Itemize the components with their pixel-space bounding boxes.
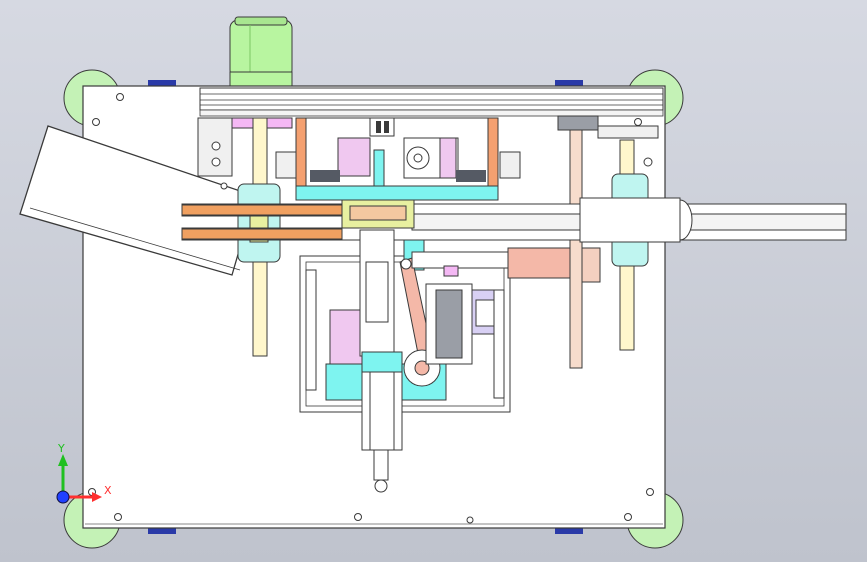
blue-bracket: [555, 80, 583, 86]
small-bracket: [275, 151, 297, 179]
top-rail: [199, 87, 664, 117]
y-axis-label: Y: [57, 442, 65, 455]
pneumatic-cylinder: [359, 229, 403, 493]
salmon-slide: [507, 247, 571, 279]
cyan-slide-plate: [295, 185, 499, 201]
salmon-slide-end: [581, 247, 601, 283]
upper-carriage: [295, 117, 499, 191]
slide-rail: [411, 251, 509, 269]
right-support-block: [557, 115, 599, 131]
blue-bracket: [148, 528, 176, 534]
pink-marker: [443, 265, 459, 277]
small-bracket: [499, 151, 521, 179]
x-axis-label: X: [104, 484, 112, 497]
drive-motor: [229, 16, 293, 87]
blue-bracket: [148, 80, 176, 86]
right-support-plate: [597, 125, 659, 139]
lower-rod: [305, 269, 317, 391]
lower-rod: [493, 289, 505, 399]
clamp-block-inner: [349, 205, 407, 221]
coordinate-triad: Y X: [56, 442, 112, 504]
blue-bracket: [555, 528, 583, 534]
